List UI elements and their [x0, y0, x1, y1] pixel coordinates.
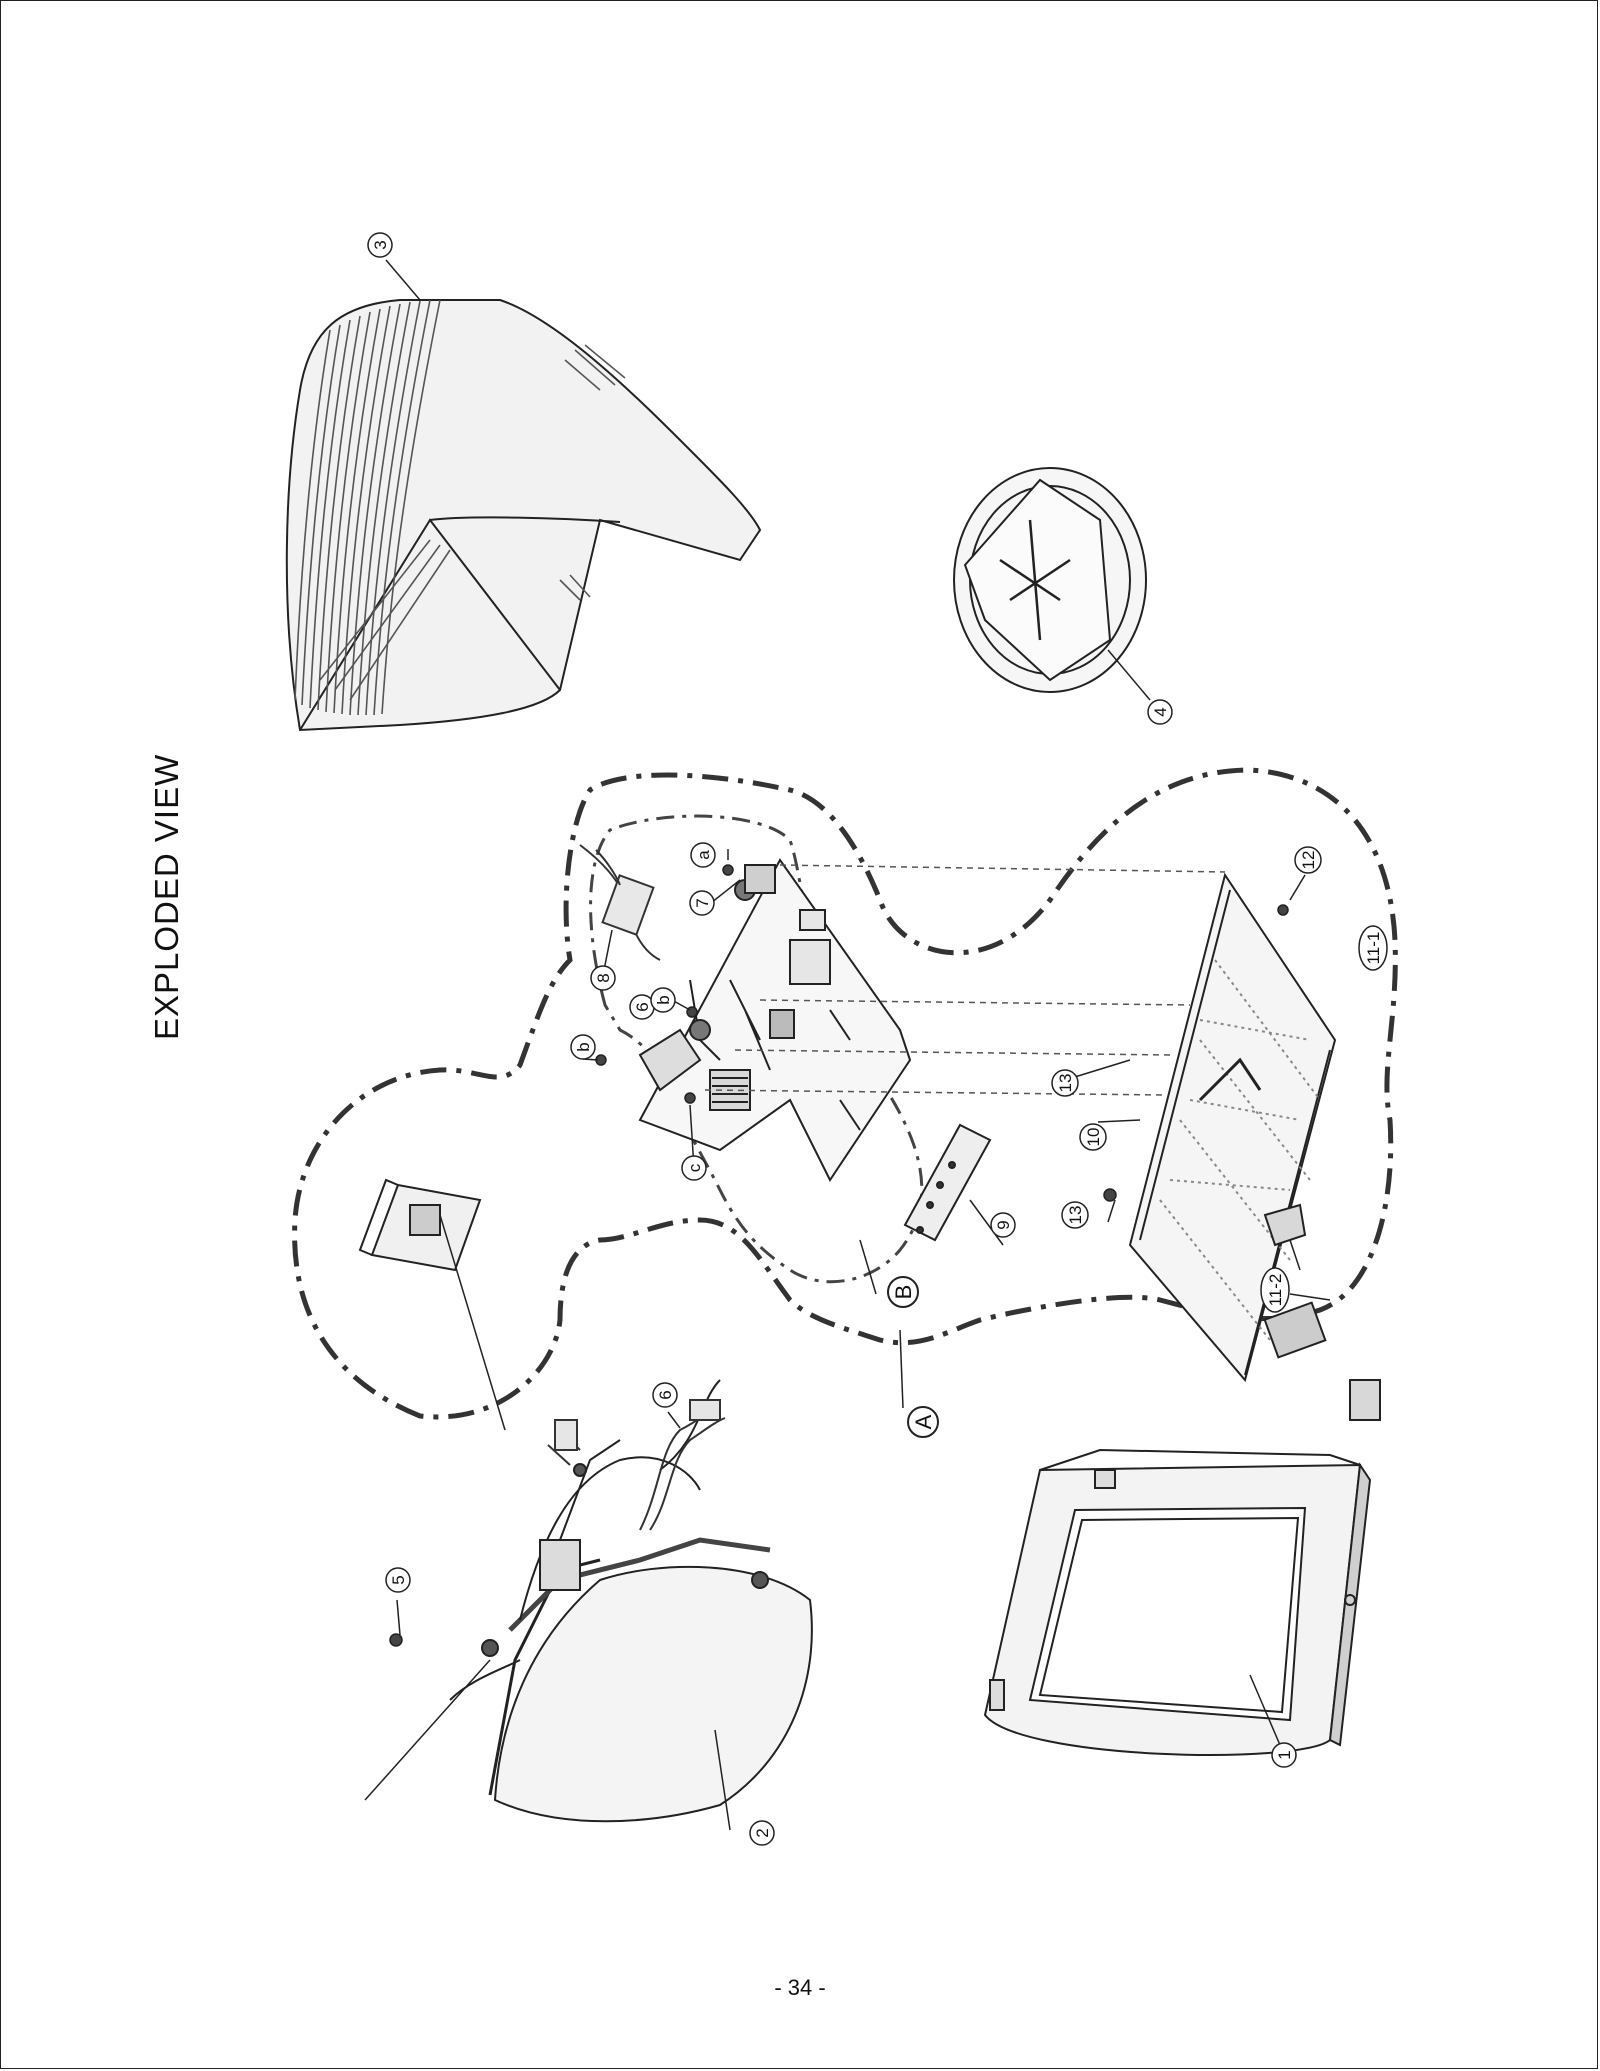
- swivel-stand-part: [953, 467, 1147, 693]
- callout-5: 5: [385, 1567, 411, 1593]
- upper-connector-part: [638, 1028, 702, 1092]
- screw-13-lower: [1103, 1188, 1117, 1202]
- svg-text:a: a: [694, 850, 713, 860]
- callout-11-2: 11-2: [1260, 1267, 1290, 1313]
- screw-c: [684, 1092, 696, 1104]
- group-b-outline: [589, 814, 924, 1284]
- fuse-holder-part: [744, 864, 776, 894]
- callout-b-left: b: [570, 1034, 596, 1060]
- callout-group-b: B: [887, 1276, 919, 1308]
- callout-c: c: [681, 1155, 707, 1181]
- callout-7: 7: [689, 890, 715, 916]
- callout-13-upper: 13: [1051, 1069, 1079, 1097]
- callout-6-lower: 6: [652, 1382, 678, 1408]
- callout-2: 2: [749, 1820, 775, 1846]
- svg-text:c: c: [685, 1163, 704, 1172]
- front-cabinet-part: [983, 1448, 1372, 1756]
- alignment-guides: [704, 864, 1226, 1096]
- callout-group-a: A: [907, 1406, 939, 1438]
- screw-5: [389, 1633, 403, 1647]
- bracket-11-2-part: [1263, 1203, 1307, 1247]
- callout-a: a: [690, 842, 716, 868]
- svg-text:8: 8: [594, 973, 613, 982]
- svg-text:6: 6: [656, 1390, 675, 1399]
- callout-b-right: b: [650, 987, 676, 1013]
- svg-text:b: b: [654, 995, 673, 1004]
- svg-text:10: 10: [1084, 1128, 1103, 1147]
- main-board-part: [638, 858, 912, 1182]
- screw-a: [722, 864, 734, 876]
- svg-text:9: 9: [994, 1220, 1013, 1229]
- callout-10: 10: [1079, 1123, 1107, 1151]
- rear-cabinet-part: [285, 299, 762, 732]
- svg-text:7: 7: [693, 898, 712, 907]
- callout-9: 9: [990, 1212, 1016, 1238]
- screws: [389, 864, 1289, 1647]
- svg-text:13: 13: [1066, 1206, 1085, 1225]
- main-frame-part: [1128, 872, 1337, 1383]
- side-bracket-part: [358, 1178, 482, 1272]
- svg-text:11-1: 11-1: [1364, 932, 1383, 965]
- callout-4: 4: [1147, 699, 1173, 725]
- svg-text:4: 4: [1151, 707, 1170, 716]
- callout-11-1: 11-1: [1358, 925, 1388, 971]
- svg-text:A: A: [911, 1414, 936, 1429]
- picture-tube-part: [449, 1379, 813, 1823]
- rear-cabinet-vents: [294, 299, 626, 716]
- svg-text:13: 13: [1056, 1074, 1075, 1093]
- callout-12: 12: [1294, 846, 1322, 874]
- svg-text:12: 12: [1299, 851, 1318, 870]
- svg-text:5: 5: [389, 1575, 408, 1584]
- svg-text:11-2: 11-2: [1266, 1274, 1285, 1307]
- callout-3: 3: [367, 232, 393, 258]
- svg-text:2: 2: [753, 1828, 772, 1837]
- svg-text:3: 3: [371, 240, 390, 249]
- svg-text:6: 6: [633, 1002, 652, 1011]
- svg-text:B: B: [891, 1285, 916, 1300]
- power-cord-part: [579, 844, 661, 961]
- callout-1: 1: [1271, 1742, 1297, 1768]
- page-number: - 34 -: [774, 1975, 826, 2000]
- bracket-11-1-part: [1349, 1379, 1381, 1421]
- callout-13-lower: 13: [1061, 1201, 1089, 1229]
- control-board-part: [903, 1123, 992, 1242]
- group-a-outline: [292, 767, 1398, 1420]
- connector-harness-part: [547, 1399, 726, 1531]
- svg-text:1: 1: [1275, 1750, 1294, 1759]
- screw-12: [1277, 904, 1289, 916]
- svg-text:b: b: [574, 1042, 593, 1051]
- callout-8: 8: [590, 965, 616, 991]
